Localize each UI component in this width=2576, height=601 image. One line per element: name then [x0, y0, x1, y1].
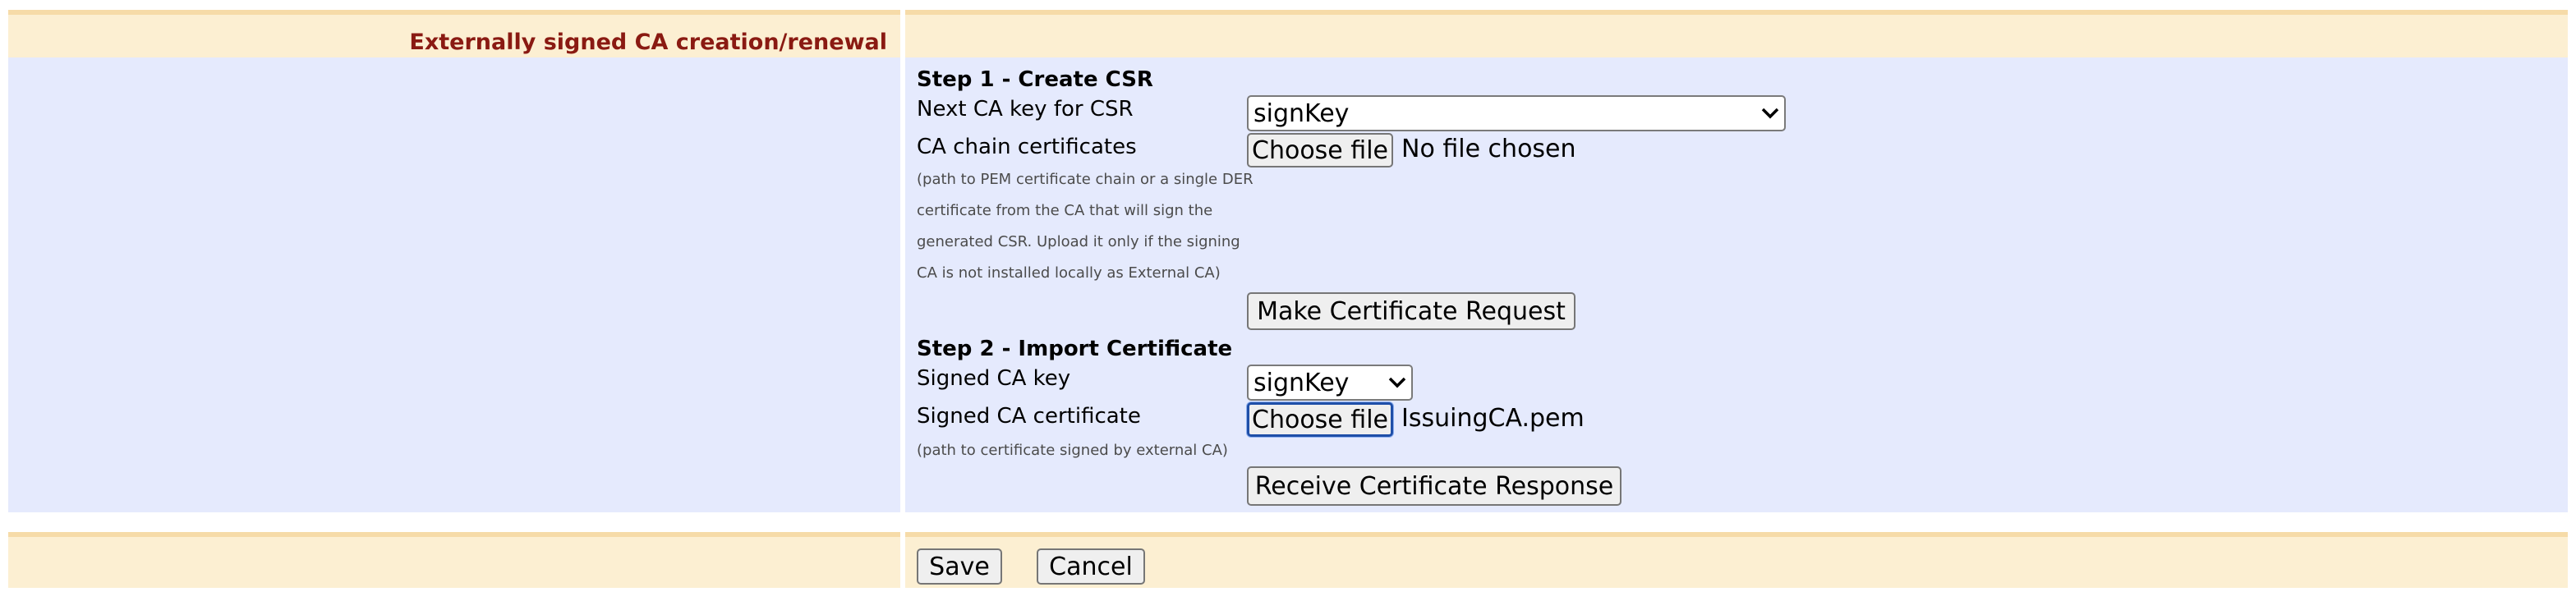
section-title: Externally signed CA creation/renewal — [409, 30, 887, 55]
next-ca-key-select-value: signKey — [1254, 99, 1350, 128]
header-left-cell: Externally signed CA creation/renewal — [8, 10, 900, 57]
chevron-down-icon — [1383, 366, 1411, 399]
ca-chain-choose-file-button[interactable]: Choose file — [1247, 133, 1393, 167]
make-certificate-request-button[interactable]: Make Certificate Request — [1247, 292, 1576, 330]
signed-ca-key-select-value: signKey — [1254, 368, 1350, 397]
cancel-button[interactable]: Cancel — [1037, 548, 1145, 585]
footer-left-cell — [8, 532, 900, 588]
step1-title: Step 1 - Create CSR — [917, 67, 1153, 92]
step2-title: Step 2 - Import Certificate — [917, 337, 1233, 361]
signed-ca-certificate-label: Signed CA certificate — [917, 404, 1141, 429]
signed-ca-key-select[interactable]: signKey — [1247, 365, 1413, 401]
chevron-down-icon — [1756, 97, 1784, 130]
content-right-cell: Step 1 - Create CSR Next CA key for CSR … — [905, 57, 2568, 512]
receive-certificate-response-button[interactable]: Receive Certificate Response — [1247, 466, 1622, 506]
ca-chain-file-status: No file chosen — [1401, 135, 1576, 163]
signed-ca-certificate-choose-file-button[interactable]: Choose file — [1247, 402, 1393, 437]
ca-chain-help: (path to PEM certificate chain or a sing… — [917, 171, 1254, 282]
ca-chain-label: CA chain certificates — [917, 135, 1137, 159]
signed-ca-key-label: Signed CA key — [917, 366, 1071, 391]
next-ca-key-select[interactable]: signKey — [1247, 95, 1786, 131]
content-left-cell — [8, 57, 900, 512]
header-right-cell — [905, 10, 2568, 57]
signed-ca-certificate-help: (path to certificate signed by external … — [917, 442, 1228, 459]
next-ca-key-label: Next CA key for CSR — [917, 97, 1134, 122]
signed-ca-certificate-file-status: IssuingCA.pem — [1401, 404, 1585, 433]
save-button[interactable]: Save — [917, 548, 1002, 585]
footer-right-cell: Save Cancel — [905, 532, 2568, 588]
